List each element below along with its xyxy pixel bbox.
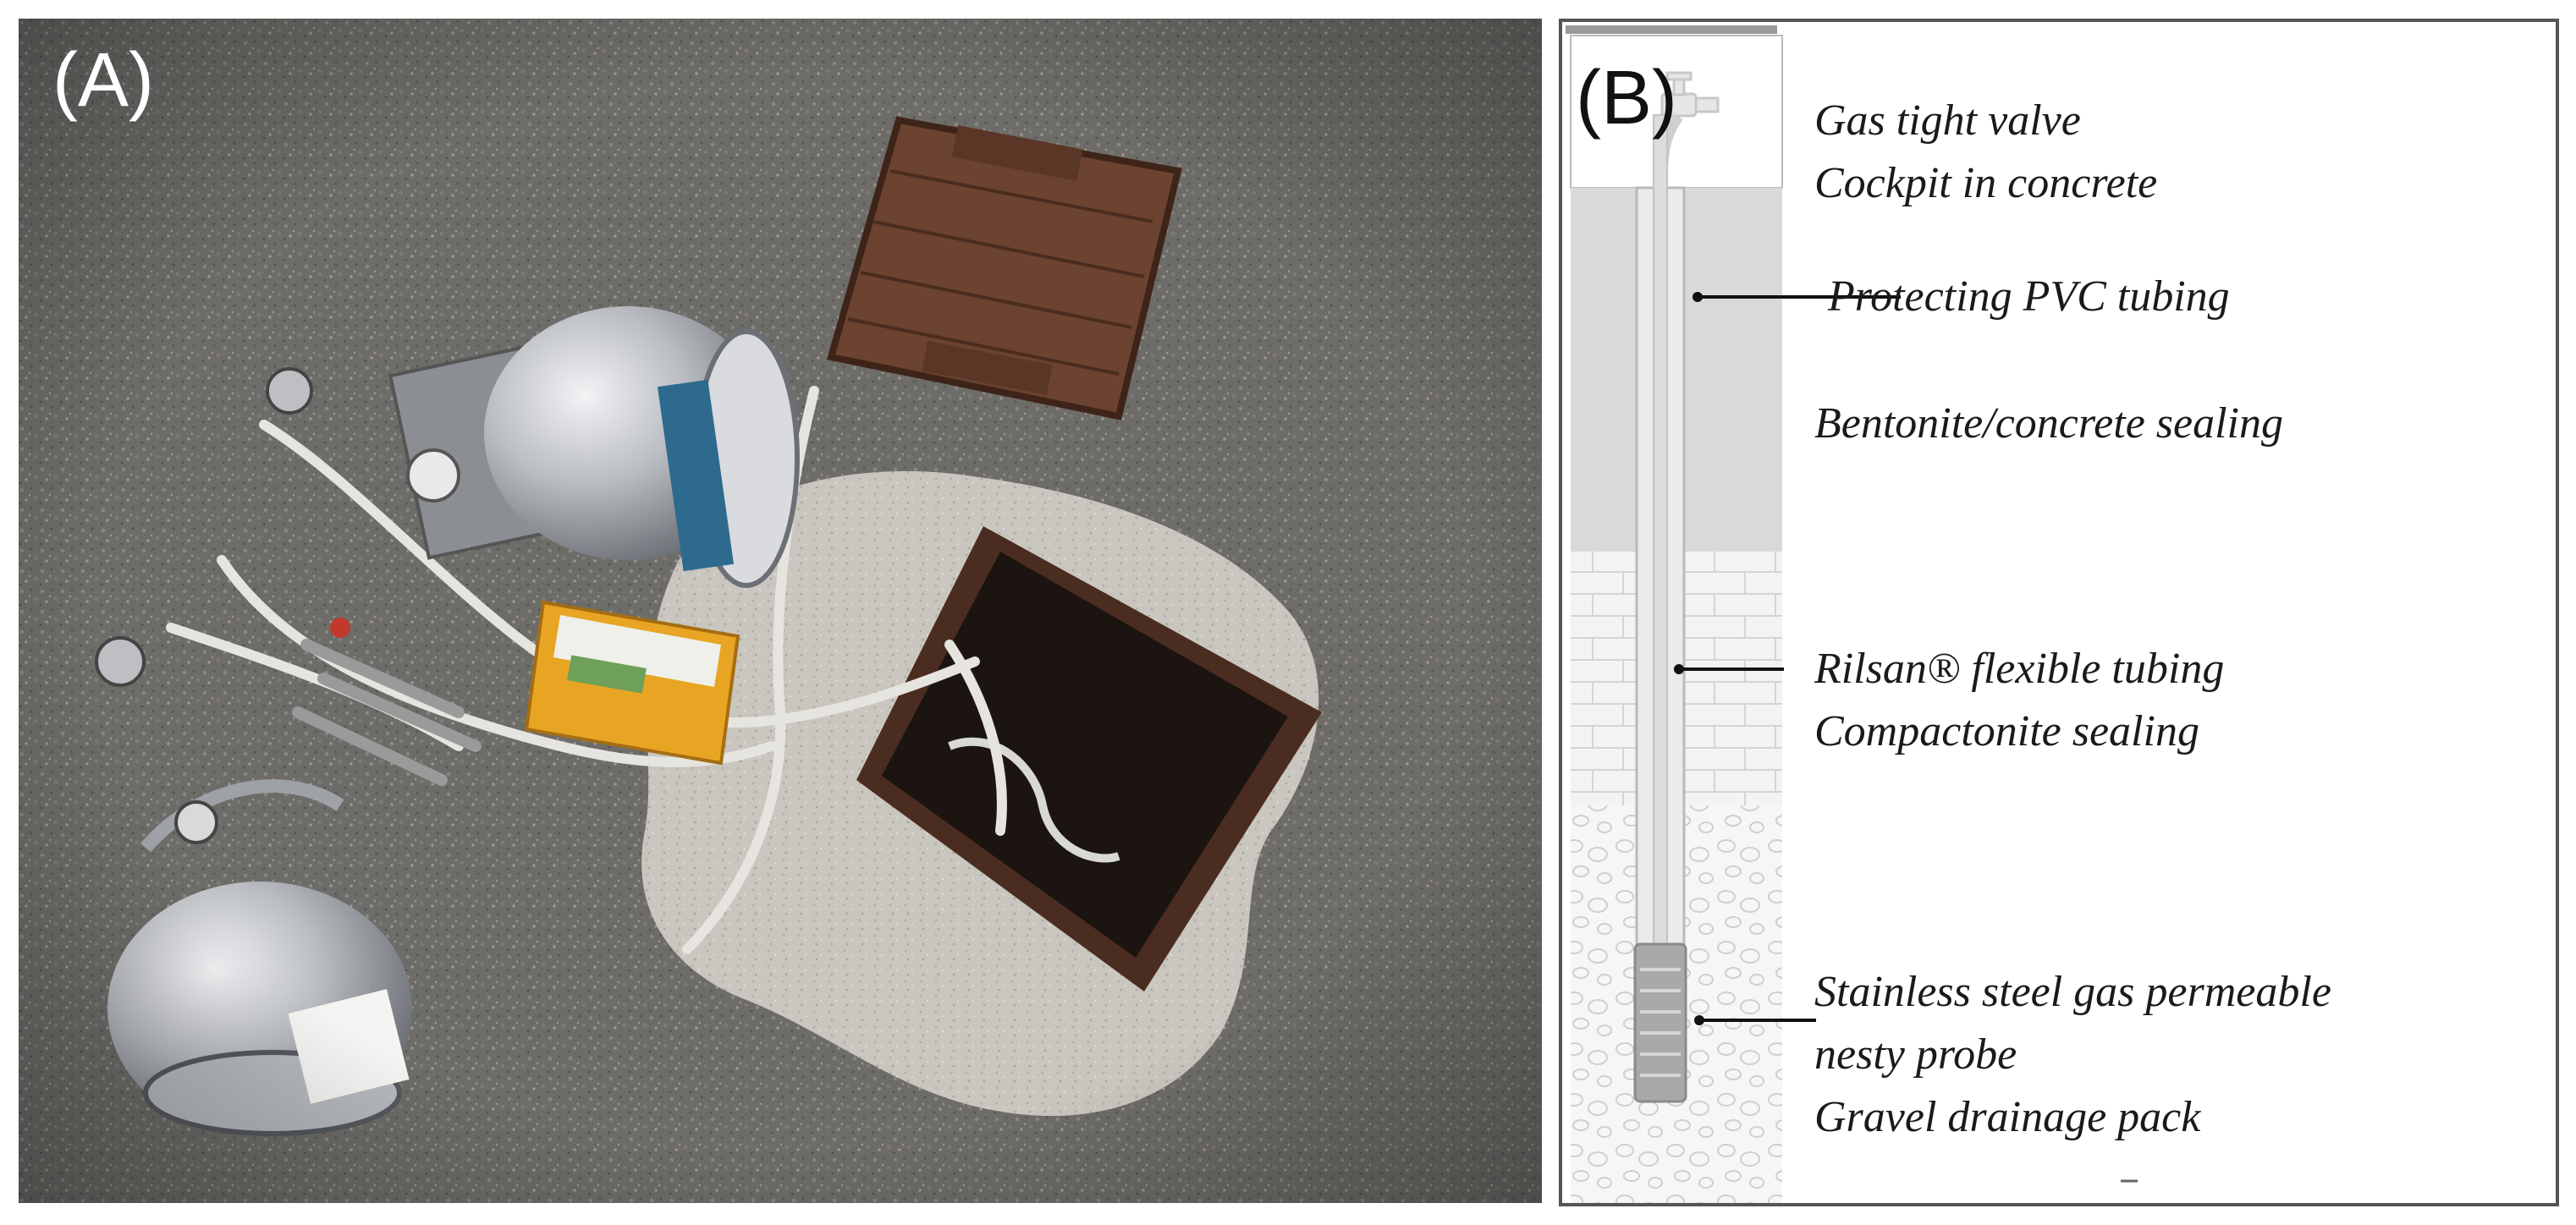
- gas-tight-valve-icon: [1660, 71, 1720, 118]
- panel-b-diagram: (B) Gas tight valve Cockpit in concrete …: [1559, 19, 2559, 1206]
- annotation-line: nesty probe: [1814, 1030, 2017, 1079]
- annotation-line: Bentonite/concrete sealing: [1814, 399, 2283, 448]
- panel-b-label: (B): [1576, 56, 1677, 140]
- annotation-line: Compactonite sealing: [1814, 707, 2199, 755]
- annotation-valve-cockpit: Gas tight valve Cockpit in concrete: [1814, 90, 2157, 215]
- photo-vignette: [19, 19, 1542, 1203]
- ground-surface-line: [1566, 25, 1777, 34]
- annotation-bentonite-sealing: Bentonite/concrete sealing: [1814, 393, 2283, 455]
- annotation-line: Stainless steel gas permeable: [1814, 968, 2331, 1016]
- annotation-line: Gravel drainage pack: [1814, 1093, 2201, 1141]
- panel-a-photo: (A): [19, 19, 1542, 1203]
- annotation-probe-gravel: Stainless steel gas permeable nesty prob…: [1814, 961, 2331, 1149]
- stainless-steel-probe: [1633, 942, 1687, 1103]
- annotation-rilsan-compactonite: Rilsan® flexible tubing Compactonite sea…: [1814, 638, 2224, 763]
- annotation-line: Protecting PVC tubing: [1828, 272, 2230, 321]
- rilsan-flexible-tubing: [1653, 114, 1668, 962]
- annotation-line: Gas tight valve: [1814, 96, 2081, 145]
- annotation-line: Rilsan® flexible tubing: [1814, 645, 2225, 693]
- leader-lines: [1679, 295, 1901, 1022]
- leader-dots: [1674, 292, 1704, 1025]
- annotation-pvc-tubing: Protecting PVC tubing: [1828, 266, 2230, 328]
- probe-schematic: [1566, 25, 2138, 1203]
- panel-a-label: (A): [52, 38, 154, 123]
- annotation-line: Cockpit in concrete: [1814, 159, 2158, 207]
- field-photo-illustration: [19, 19, 1542, 1203]
